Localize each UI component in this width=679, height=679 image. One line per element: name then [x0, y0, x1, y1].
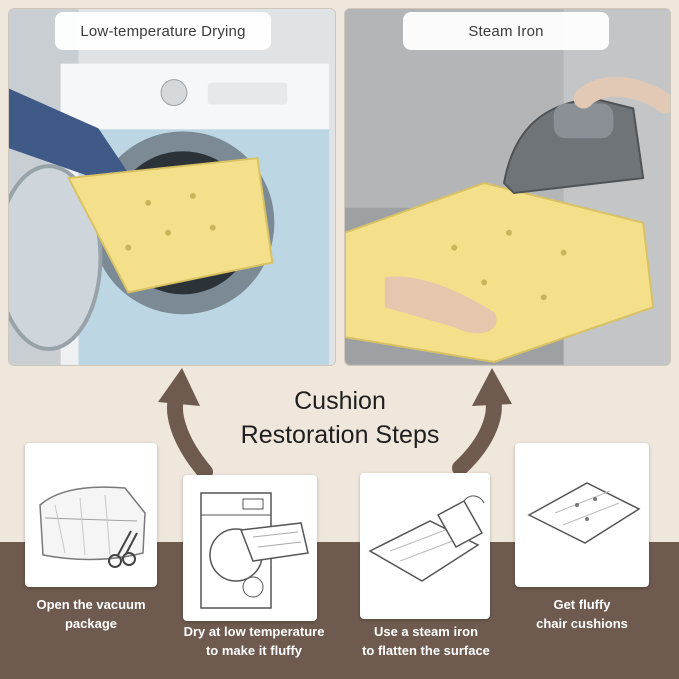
curved-arrows	[158, 368, 512, 480]
washing-machine-illustration	[9, 9, 335, 365]
step-label-3: Use a steam iron to flatten the surface	[362, 624, 490, 658]
steam-iron-label: Steam Iron	[403, 12, 609, 50]
step-card-dryer	[183, 475, 317, 621]
drying-label: Low-temperature Drying	[55, 12, 271, 50]
step-card-steam-iron	[360, 473, 490, 619]
right-arrow-head	[472, 368, 512, 406]
steam-iron-illustration	[345, 9, 670, 365]
drying-photo	[8, 8, 336, 366]
title-text: Cushion Restoration Steps	[240, 387, 440, 449]
page-title: Cushion Restoration Steps	[190, 384, 490, 452]
step-label-1: Open the vacuum package	[36, 597, 146, 631]
step-label-2: Dry at low temperature to make it fluffy	[183, 624, 325, 658]
step-label-4: Get fluffy chair cushions	[536, 597, 628, 631]
step-card-fluffy-cushion	[515, 443, 649, 587]
step-card-vacuum-package	[25, 443, 157, 587]
vacuum-package-icon	[39, 486, 146, 568]
dryer-icon	[200, 492, 309, 609]
left-arrow-head	[158, 368, 200, 406]
steam-iron-photo	[344, 8, 671, 366]
fluffy-cushion-icon	[527, 482, 641, 544]
iron-sketch-icon	[368, 495, 485, 582]
